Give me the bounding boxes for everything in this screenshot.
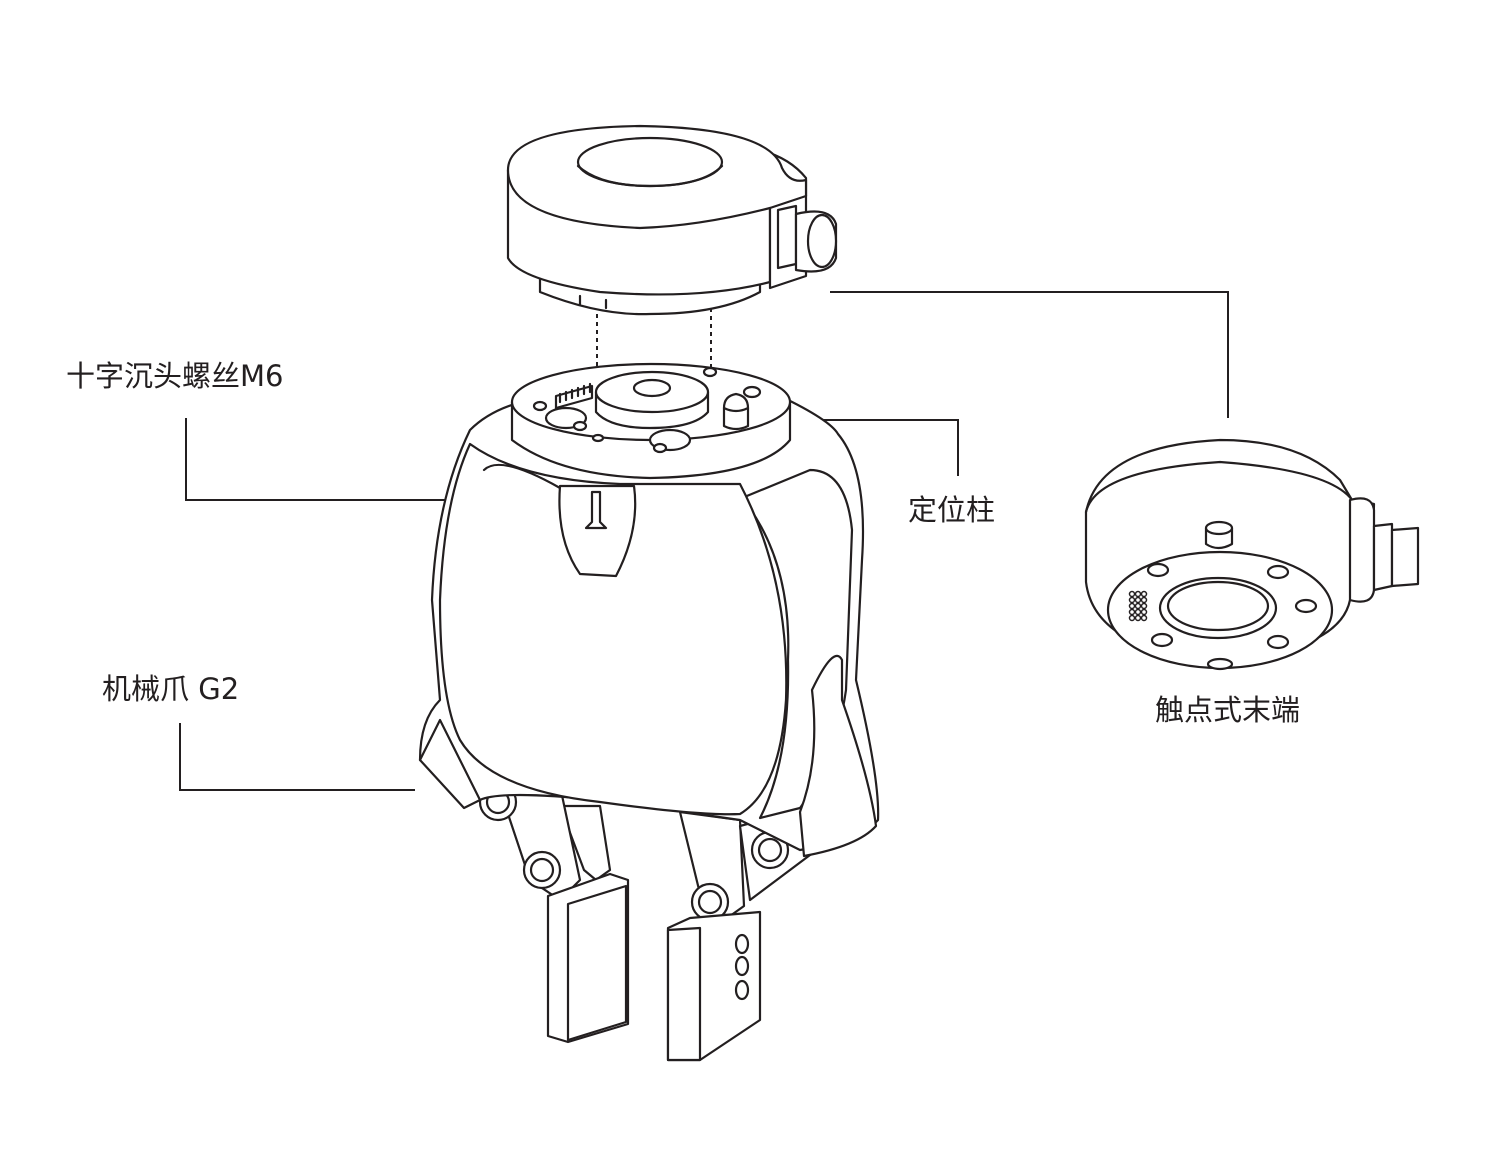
- leader-pin: [768, 419, 959, 476]
- label-contact-tip: 触点式末端: [1155, 693, 1301, 727]
- label-countersunk-screw: 十字沉头螺丝M6: [66, 359, 284, 393]
- gripper-body: [418, 394, 880, 858]
- label-locating-pin: 定位柱: [908, 493, 996, 527]
- leader-screw: [185, 418, 538, 501]
- contact-dot-grid: [1128, 590, 1148, 622]
- label-gripper: 机械爪 G2: [102, 672, 240, 706]
- finger-right: [666, 808, 832, 1062]
- contact-tip-module: [1084, 438, 1420, 671]
- finger-left: [478, 782, 630, 1044]
- body-flange-plate: [510, 362, 792, 480]
- leader-tip: [830, 291, 1229, 418]
- top-flange-module: [506, 124, 838, 316]
- leader-lines: [179, 291, 1229, 791]
- leader-gripper: [179, 723, 415, 791]
